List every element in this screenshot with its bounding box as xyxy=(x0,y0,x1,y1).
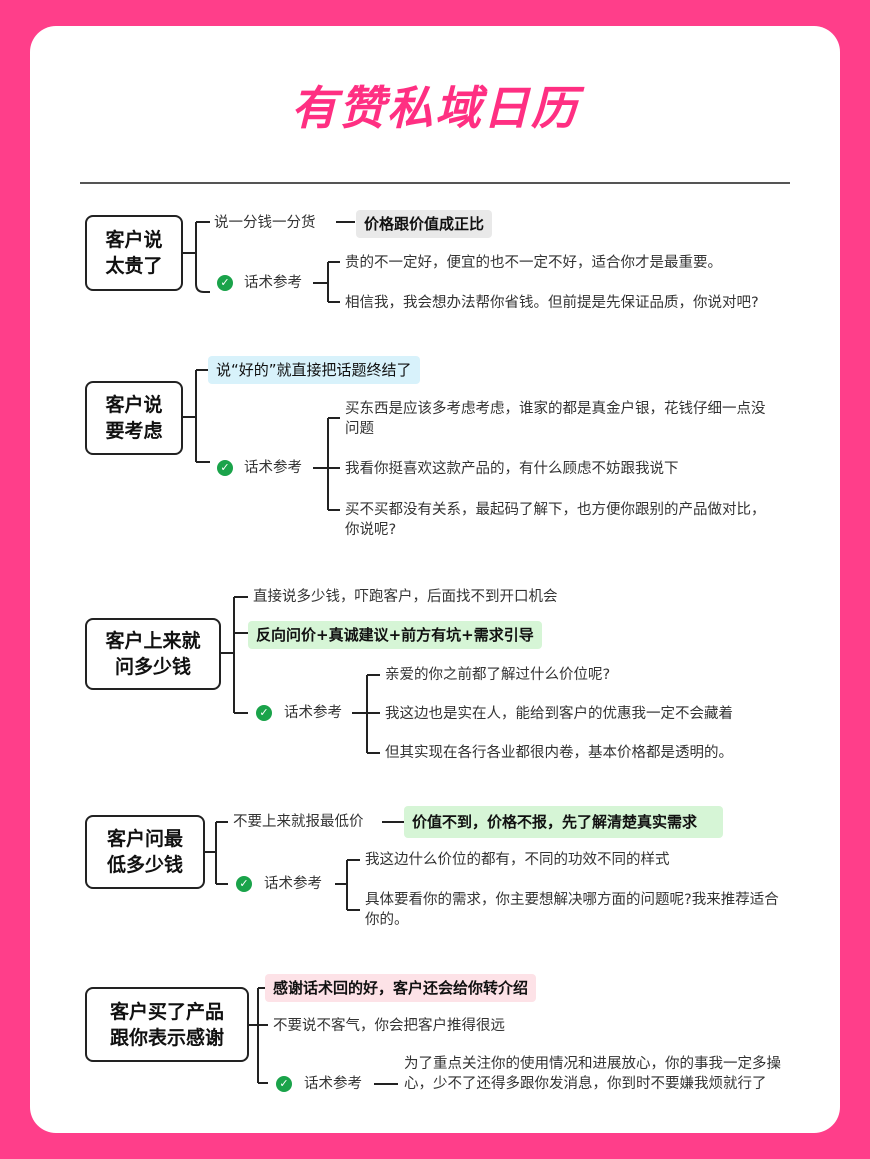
script-item: 我这边也是实在人，能给到客户的优惠我一定不会藏着 xyxy=(385,706,733,722)
tip-text: 直接说多少钱，吓跑客户，后面找不到开口机会 xyxy=(253,589,558,605)
script-item: 贵的不一定好，便宜的也不一定不好，适合你才是最重要。 xyxy=(345,255,722,271)
check-circle-icon: ✓ xyxy=(236,876,252,892)
highlight-tag: 反向问价+真诚建议+前方有坑+需求引导 xyxy=(248,621,542,649)
script-item: 具体要看你的需求，你主要想解决哪方面的问题呢?我来推荐适合你的。 xyxy=(365,892,779,928)
script-reference-label: 话术参考 xyxy=(304,1076,362,1092)
script-item: 买东西是应该多考虑考虑，谁家的都是真金户银，花钱仔细一点没问题 xyxy=(345,401,766,437)
highlight-tag: 感谢话术回的好，客户还会给你转介绍 xyxy=(265,974,537,1002)
tip-text: 不要说不客气，你会把客户推得很远 xyxy=(273,1018,505,1034)
node-need-consider: 客户说 要考虑 xyxy=(85,381,183,455)
script-item: 但其实现在各行各业都很内卷，基本价格都是透明的。 xyxy=(385,745,733,761)
tip-text: 说一分钱一分货 xyxy=(214,215,316,231)
script-reference-label: 话术参考 xyxy=(244,460,302,476)
check-circle-icon: ✓ xyxy=(276,1076,292,1092)
node-too-expensive: 客户说 太贵了 xyxy=(85,215,183,291)
check-circle-icon: ✓ xyxy=(217,275,233,291)
page-title: 有赞私域日历 xyxy=(291,81,579,135)
script-reference-label: 话术参考 xyxy=(264,876,322,892)
node-lowest-price: 客户问最 低多少钱 xyxy=(85,815,205,889)
check-circle-icon: ✓ xyxy=(256,705,272,721)
script-item: 我看你挺喜欢这款产品的，有什么顾虑不妨跟我说下 xyxy=(345,461,679,477)
script-reference-label: 话术参考 xyxy=(284,705,342,721)
node-customer-thanks: 客户买了产品 跟你表示感谢 xyxy=(85,987,249,1062)
highlight-tag: 价值不到，价格不报，先了解清楚真实需求 xyxy=(404,806,724,838)
script-item: 为了重点关注你的使用情况和进展放心，你的事我一定多操心，少不了还得多跟你发消息，… xyxy=(404,1056,781,1092)
check-circle-icon: ✓ xyxy=(217,460,233,476)
script-item: 相信我，我会想办法帮你省钱。但前提是先保证品质，你说对吧? xyxy=(345,295,759,311)
highlight-tag: 说“好的”就直接把话题终结了 xyxy=(208,356,420,384)
tip-text: 不要上来就报最低价 xyxy=(233,814,364,830)
script-item: 亲爱的你之前都了解过什么价位呢? xyxy=(385,667,611,683)
node-ask-price: 客户上来就 问多少钱 xyxy=(85,618,221,690)
script-item: 买不买都没有关系，最起码了解下，也方便你跟别的产品做对比，你说呢? xyxy=(345,502,766,538)
divider xyxy=(80,182,790,184)
highlight-tag: 价格跟价值成正比 xyxy=(356,210,493,238)
script-reference-label: 话术参考 xyxy=(244,275,302,291)
script-item: 我这边什么价位的都有，不同的功效不同的样式 xyxy=(365,852,670,868)
